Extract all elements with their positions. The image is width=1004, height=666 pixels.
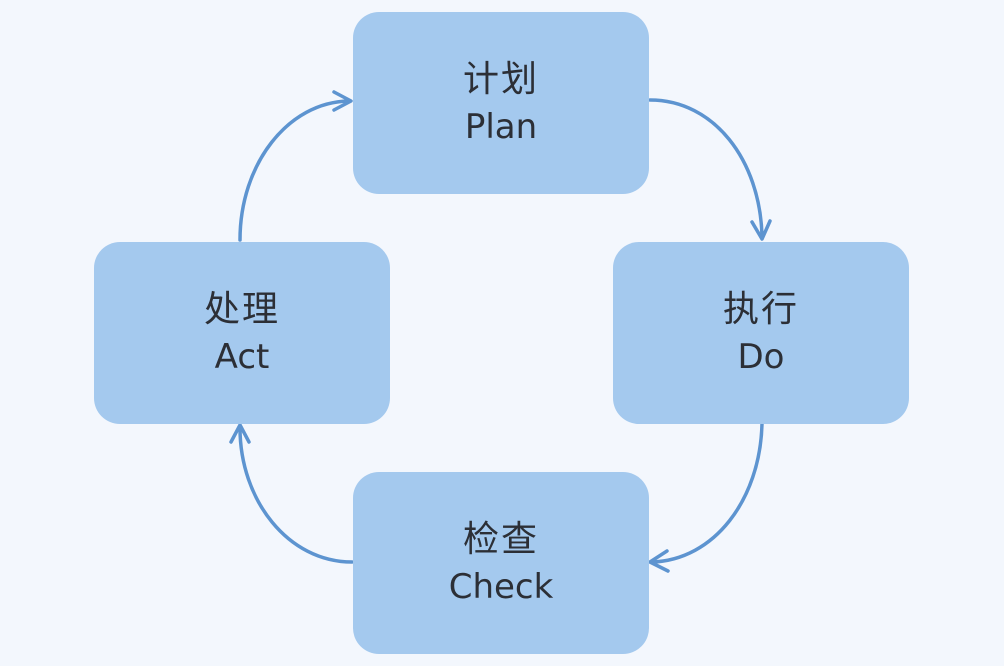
arrow-do-to-check-head	[648, 549, 670, 573]
arrow-plan-to-do-head	[750, 219, 772, 241]
node-act-zh-label: 处理	[203, 289, 280, 330]
node-do-zh-label: 执行	[722, 289, 799, 330]
node-plan-zh-label: 计划	[462, 59, 539, 100]
arrow-check-to-act-head	[229, 423, 251, 444]
arrow-do-to-check	[650, 422, 764, 564]
node-check-zh-label: 检查	[462, 519, 539, 560]
node-act: 处理 Act	[94, 242, 390, 424]
node-plan: 计划 Plan	[353, 12, 649, 194]
node-check: 检查 Check	[353, 472, 649, 654]
arrow-act-to-plan	[238, 99, 351, 242]
arrow-check-to-act	[238, 426, 354, 564]
arrow-plan-to-do	[648, 98, 764, 238]
arrow-act-to-plan-head	[332, 90, 353, 112]
node-do: 执行 Do	[613, 242, 909, 424]
node-do-en-label: Do	[737, 337, 785, 377]
node-check-en-label: Check	[448, 567, 554, 607]
node-act-en-label: Act	[214, 337, 270, 377]
node-plan-en-label: Plan	[464, 107, 538, 147]
